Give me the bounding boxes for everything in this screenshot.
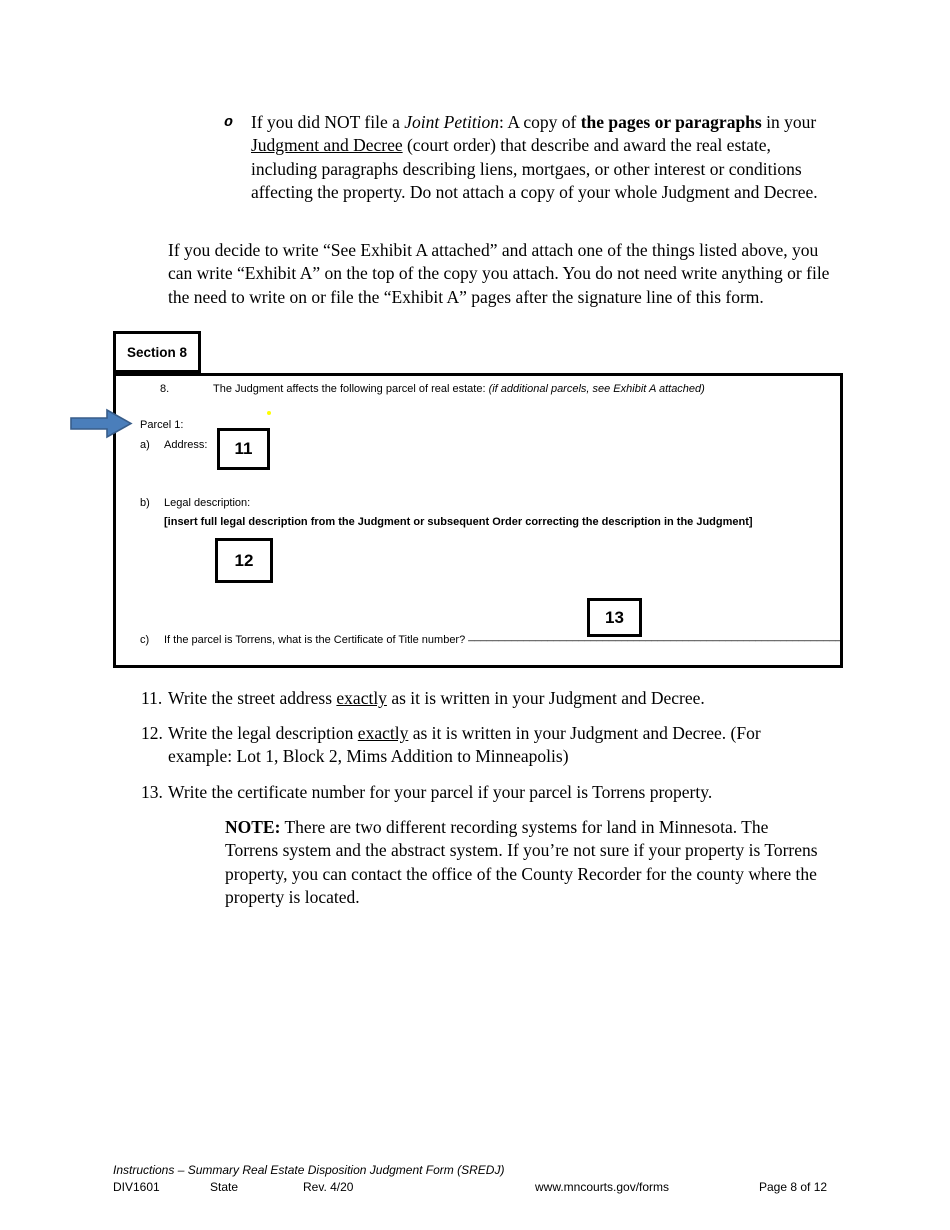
bullet-item: o If you did NOT file a Joint Petition: … [224, 111, 826, 204]
form-item8-number: 8. [160, 383, 170, 395]
bullet-seg-1: If you did NOT file a [251, 112, 405, 132]
form-c-blank-line: ________________________________________… [468, 630, 841, 642]
section-8-label: Section 8 [126, 344, 188, 360]
form-parcel-label: Parcel 1: [140, 419, 184, 431]
form-c-label: If the parcel is Torrens, what is the Ce… [164, 634, 466, 646]
instruction-item-11: 11. Write the street address exactly as … [141, 687, 820, 710]
form-a-letter: a) [140, 439, 150, 451]
yellow-mark [267, 411, 271, 415]
footer-document-title: Instructions – Summary Real Estate Dispo… [113, 1163, 505, 1177]
form-item8-italic: (if additional parcels, see Exhibit A at… [488, 383, 705, 395]
form-line-b: b) Legal description: [140, 496, 250, 510]
note-paragraph: NOTE: There are two different recording … [225, 816, 822, 909]
instruction-11-text: Write the street address exactly as it i… [168, 688, 705, 708]
form-screenshot-box: 8. The Judgment affects the following pa… [113, 373, 843, 668]
form-c-letter: c) [140, 634, 150, 646]
bullet-text: If you did NOT file a Joint Petition: A … [251, 111, 826, 204]
form-a-label: Address: [164, 439, 208, 451]
intro-paragraph: If you decide to write “See Exhibit A at… [168, 240, 830, 307]
instruction-12-underlined: exactly [357, 723, 409, 743]
footer-revision: Rev. 4/20 [303, 1180, 354, 1194]
bullet-seg-4: (court order) that describe and award th… [251, 135, 818, 202]
instruction-12-text: Write the legal description exactly as i… [168, 723, 761, 767]
instruction-item-12: 12. Write the legal description exactly … [141, 722, 820, 769]
note-label: NOTE: [225, 817, 281, 837]
footer-website: www.mncourts.gov/forms [535, 1180, 670, 1194]
instruction-12-number: 12. [141, 723, 163, 743]
form-line-c: c) If the parcel is Torrens, what is the … [140, 629, 840, 647]
bullet-seg-2: : A copy of [499, 112, 581, 132]
instruction-item-13: 13. Write the certificate number for you… [141, 781, 820, 804]
callout-11-number: 11 [234, 439, 253, 458]
form-line-a: a) Address: [140, 438, 207, 452]
footer-page-number: Page 8 of 12 [759, 1180, 828, 1194]
footer-form-number: DIV1601 [113, 1180, 160, 1194]
callout-12-number: 12 [234, 550, 254, 570]
footer-state: State [210, 1180, 239, 1194]
form-b-label: Legal description: [164, 497, 251, 509]
form-item8-text: The Judgment affects the following parce… [213, 383, 705, 395]
instruction-11-underlined: exactly [336, 688, 387, 708]
callout-box-13: 13 [587, 598, 642, 637]
blue-arrow-icon [70, 408, 133, 439]
bullet-seg-bold: the pages or paragraphs [580, 112, 762, 132]
instruction-13-number: 13. [141, 782, 163, 802]
bullet-seg-3: in your [761, 112, 817, 132]
callout-box-11: 11 [217, 428, 270, 470]
callout-13-number: 13 [605, 607, 624, 627]
form-legal-instruction: [insert full legal description from the … [164, 516, 753, 528]
form-b-letter: b) [140, 497, 150, 509]
bullet-seg-italic: Joint Petition [404, 112, 500, 132]
instruction-13-text: Write the certificate number for your pa… [168, 782, 713, 802]
bullet-marker: o [224, 114, 234, 131]
bullet-seg-underline: Judgment and Decree [251, 135, 403, 156]
section-8-label-box: Section 8 [113, 331, 201, 373]
instruction-11-number: 11. [141, 688, 163, 708]
note-text: There are two different recording system… [225, 817, 818, 907]
callout-box-12: 12 [215, 538, 273, 583]
